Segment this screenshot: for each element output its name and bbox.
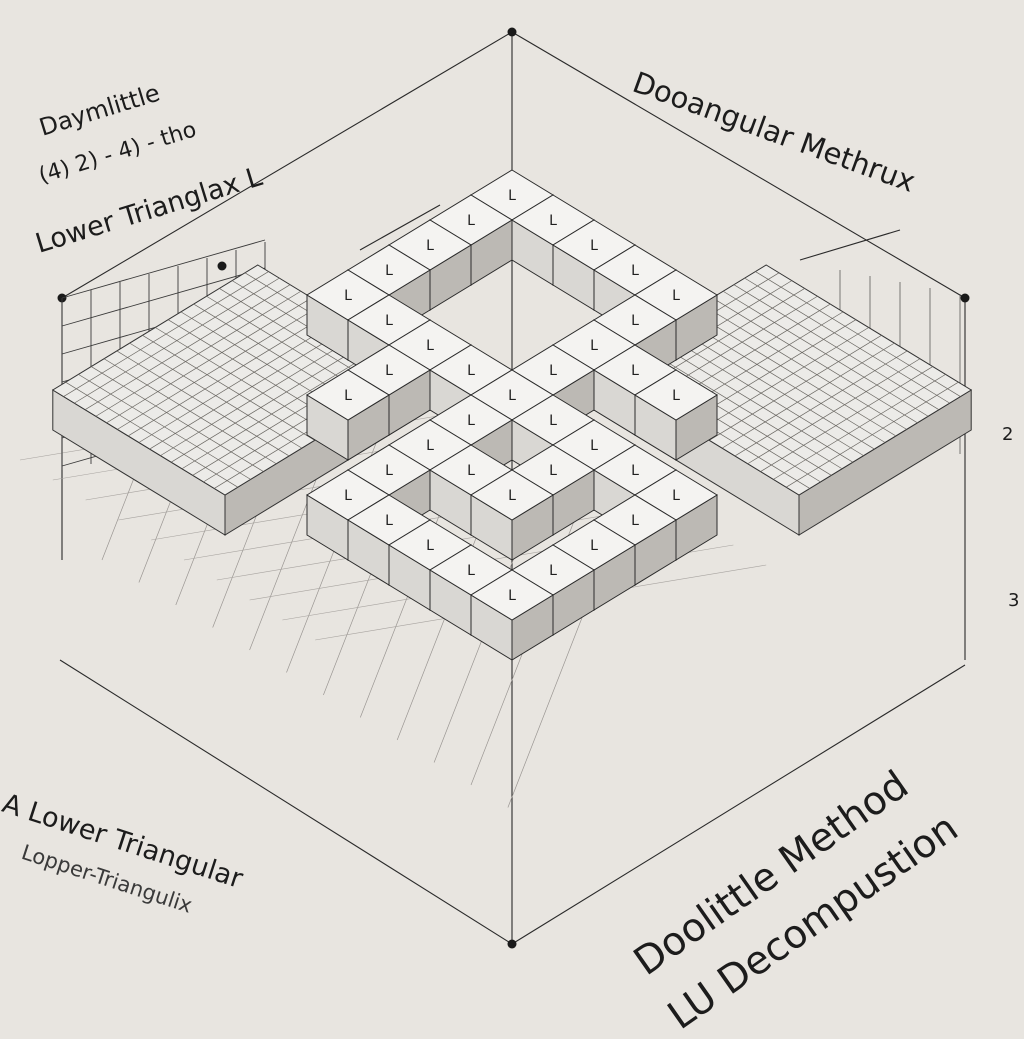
axis-line [359, 204, 441, 251]
plate-hatch [155, 327, 328, 433]
cube-letter: L [631, 463, 639, 479]
cube-letter: L [344, 488, 352, 504]
plate-hatch [721, 342, 895, 449]
axis-dot [507, 27, 517, 37]
cube-letter: L [385, 513, 393, 529]
cube-letter: L [467, 563, 475, 579]
cube-letter: L [672, 288, 680, 304]
cube-letter: L [385, 313, 393, 329]
cube-block: L [470, 469, 554, 561]
axis-line [511, 31, 966, 299]
cube-block: L [470, 569, 554, 661]
cube-letter: L [631, 313, 639, 329]
cube-face-top [306, 369, 390, 421]
cube-letter: L [590, 238, 598, 254]
cube-letter: L [426, 538, 434, 554]
cube-block: L [306, 369, 390, 461]
cube-letter: L [672, 488, 680, 504]
cube-frame-structure: L L L L L L L L L L L L L L L L L L L L L L L L L L L L L L L L L L L L L L [306, 169, 718, 661]
cube-letter: L [385, 363, 393, 379]
axis-dot [217, 261, 227, 271]
cube-letter: L [590, 338, 598, 354]
plate-hatch [160, 330, 366, 456]
cube-letter: L [508, 488, 516, 504]
axis-line [61, 31, 513, 299]
cube-letter: L [508, 188, 516, 204]
cube-letter: L [549, 563, 557, 579]
cube-letter: L [508, 588, 516, 604]
plate-hatch [734, 350, 908, 457]
plate-hatch [65, 381, 238, 488]
plate-hatch [760, 366, 933, 472]
cube-letter: L [385, 463, 393, 479]
cube-block: L [634, 369, 718, 461]
plate-hatch [636, 343, 843, 470]
plate-hatch [786, 381, 959, 488]
right-axis-label-2: 2 [1002, 424, 1014, 445]
cube-face-top [634, 369, 718, 421]
axis-dot [507, 939, 517, 949]
plate-hatch [91, 366, 264, 472]
cube-block: L [634, 269, 718, 361]
cube-letter: L [631, 263, 639, 279]
plate-hatch [647, 336, 853, 463]
cube-letter: L [549, 463, 557, 479]
cube-letter: L [631, 363, 639, 379]
right-axis-label-3: 3 [1008, 590, 1020, 611]
cube-letter: L [344, 288, 352, 304]
grid-line [61, 267, 266, 327]
plate-hatch [116, 350, 290, 457]
cube-letter: L [467, 463, 475, 479]
axis-line [511, 664, 966, 945]
cube-letter: L [508, 388, 516, 404]
cube-letter: L [549, 413, 557, 429]
plate-hatch [142, 335, 315, 441]
cube-letter: L [426, 338, 434, 354]
cube-letter: L [426, 238, 434, 254]
cube-letter: L [467, 413, 475, 429]
cube-letter: L [590, 438, 598, 454]
cube-face-top [470, 569, 554, 621]
plate-hatch [747, 358, 921, 465]
plate-hatch [171, 336, 377, 463]
axis-line [59, 659, 513, 945]
grid-line [61, 239, 266, 299]
plate-hatch [679, 317, 886, 443]
plate-hatch [709, 335, 882, 441]
cube-letter: L [385, 263, 393, 279]
plate-hatch [103, 358, 277, 465]
cube-letter: L [426, 438, 434, 454]
cube-letter: L [590, 538, 598, 554]
plate-hatch [658, 330, 864, 456]
plate-hatch [773, 374, 946, 480]
cube-letter: L [672, 388, 680, 404]
plate-hatch [78, 374, 251, 480]
plate-hatch [181, 343, 388, 470]
cube-letter: L [467, 213, 475, 229]
plate-hatch [129, 342, 303, 449]
cube-face-top [470, 469, 554, 521]
cube-letter: L [344, 388, 352, 404]
axis-dot [960, 293, 970, 303]
plate-hatch [669, 323, 875, 450]
plate-hatch [149, 323, 355, 450]
axis-line [799, 229, 901, 261]
cube-letter: L [631, 513, 639, 529]
cube-letter: L [467, 363, 475, 379]
cube-letter: L [549, 213, 557, 229]
cube-letter: L [549, 363, 557, 379]
